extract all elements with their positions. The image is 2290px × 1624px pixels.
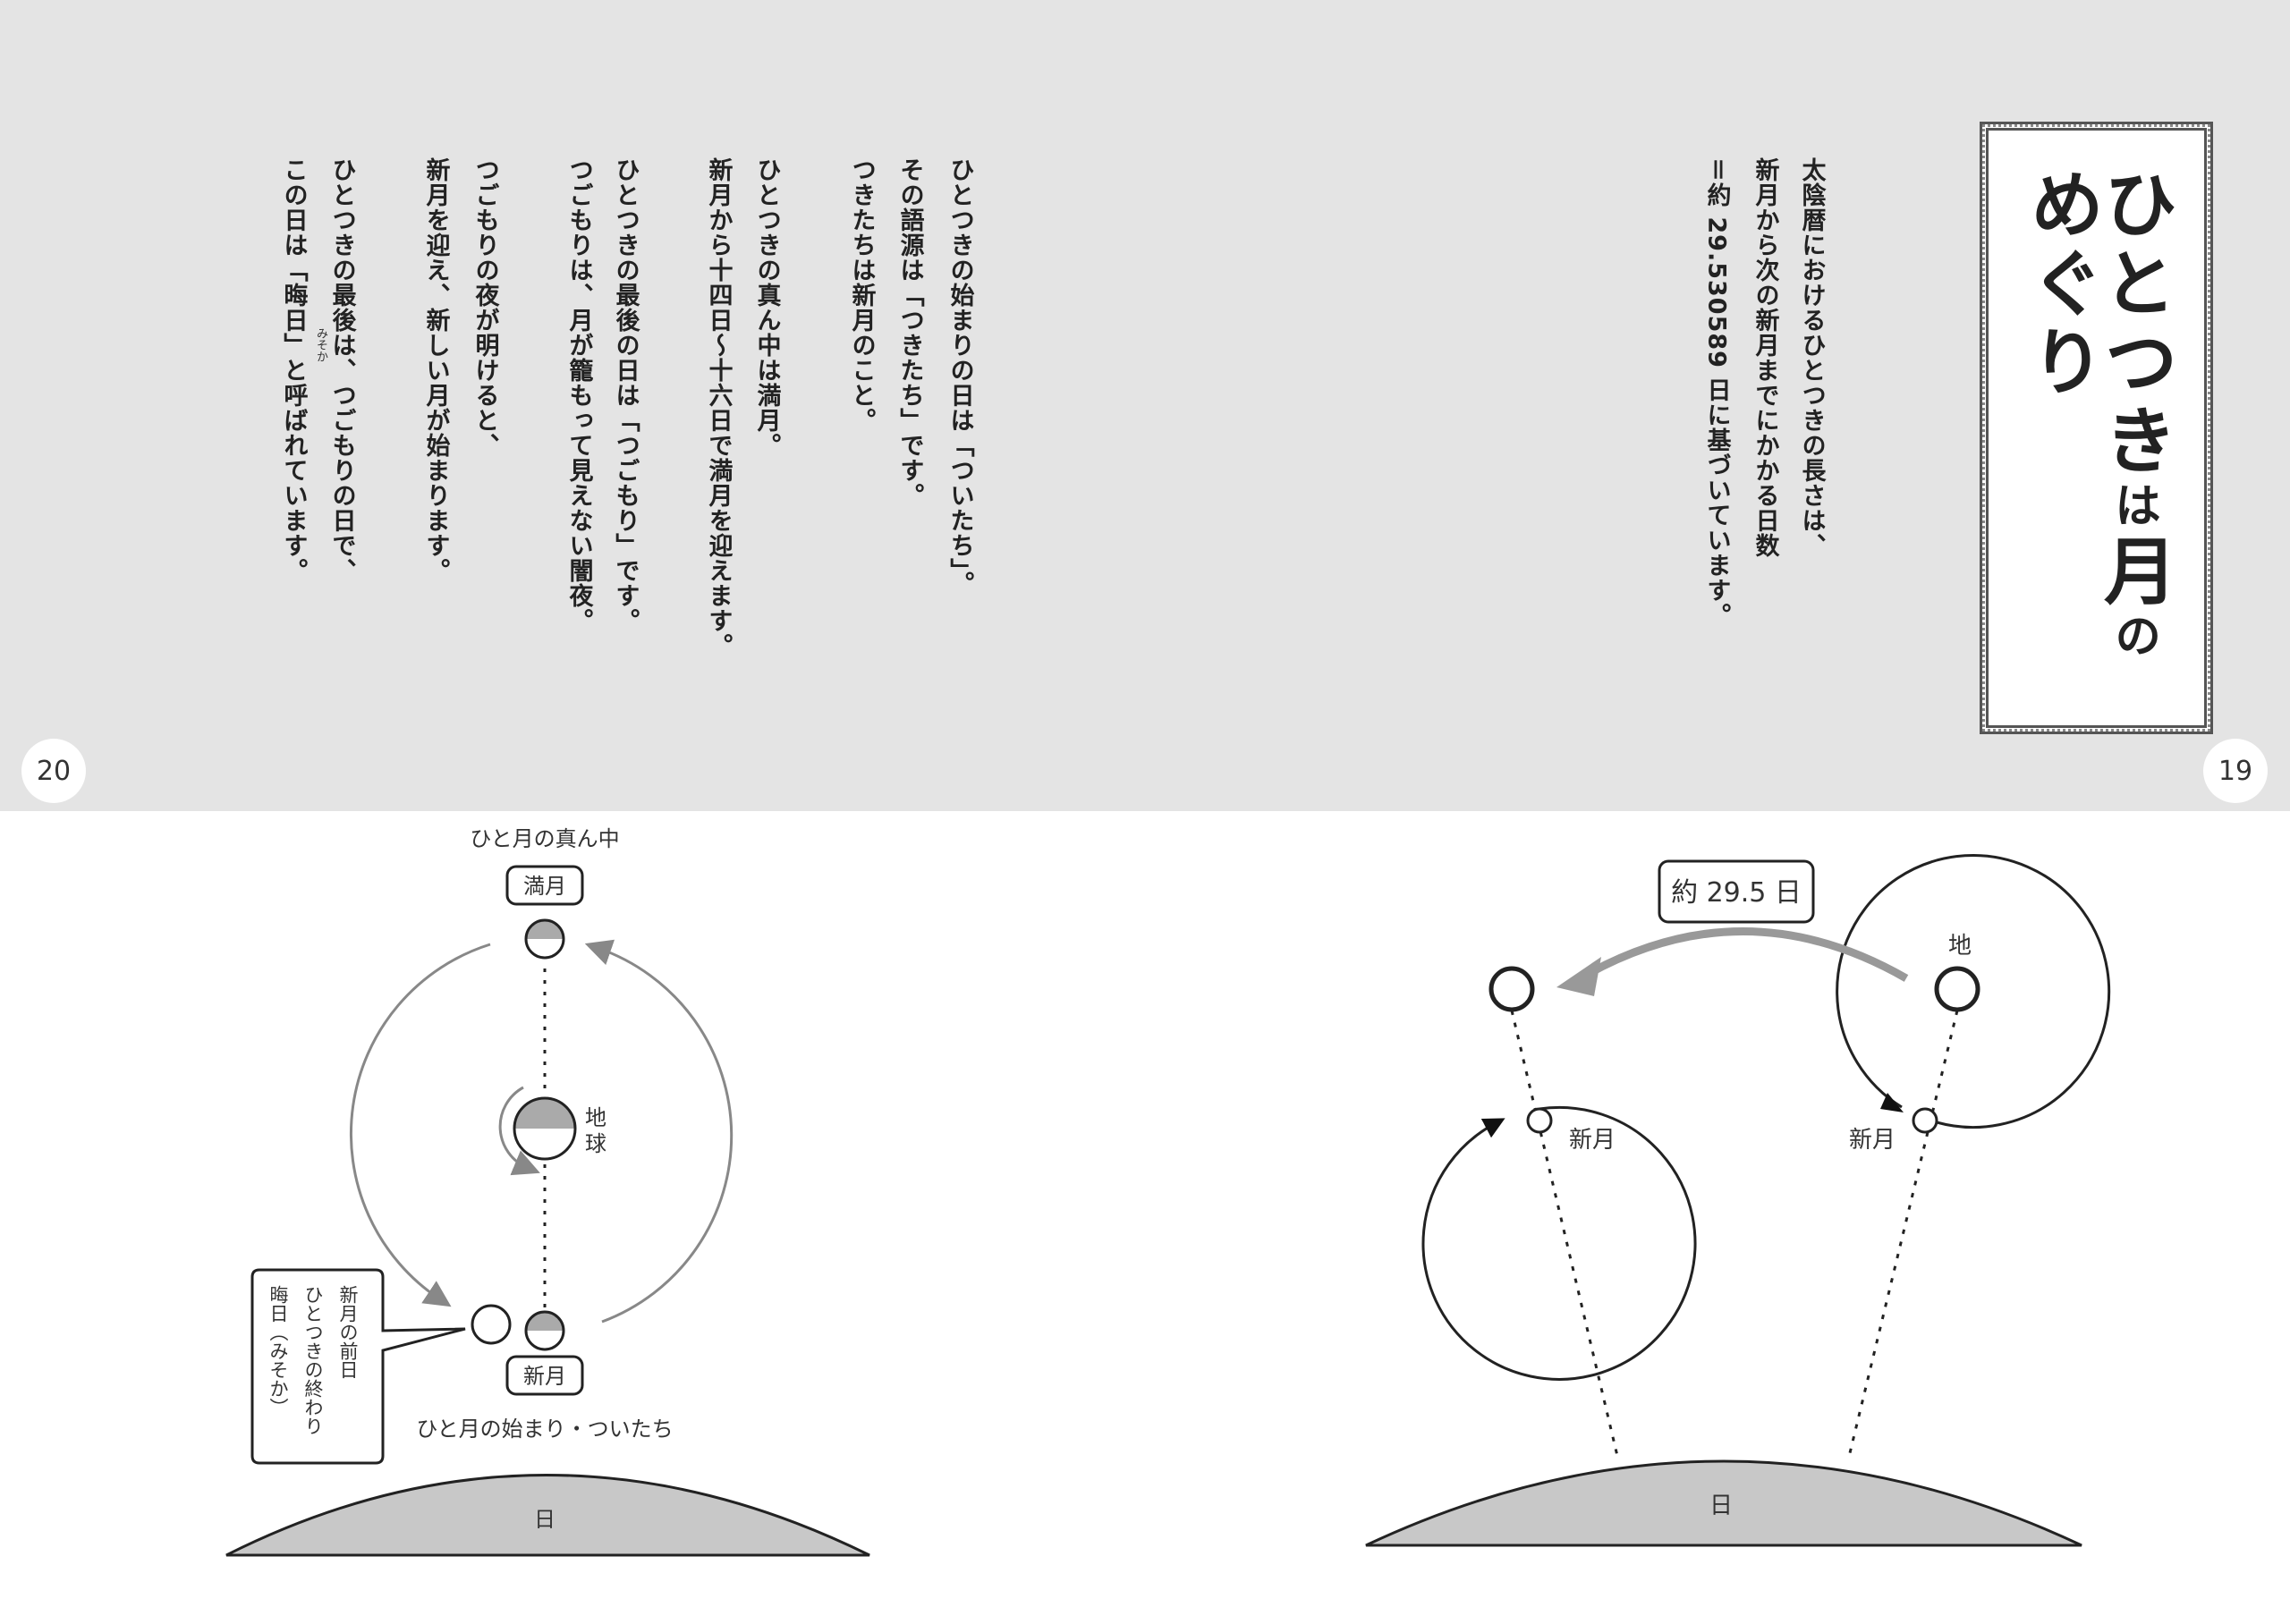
lunar-cycle-diagram: ひと月の真ん中 満月 地 球 新月 ひと月の始まり・ついたち 新月の前日 ひとつ… [225,826,870,1557]
period-arrow [1581,927,1909,982]
body-line: ひとつきの真ん中は満月。 [752,157,781,458]
orbit-right [1836,854,2111,1129]
mid-caption: ひと月の真ん中 [470,826,619,851]
full-moon-label: 満月 [523,874,566,899]
synodic-month-diagram: 新月 新月 地 約 29.5 日 日 [1365,854,2111,1547]
new-moon-label: 新月 [523,1364,566,1389]
page-title: ひとつきは月の めぐり [2018,166,2176,725]
period-label-box [1658,859,1815,924]
body-line: つごもりの夜が明けると、 [471,157,499,458]
callout-line: 晦日（みそか） [267,1285,289,1417]
title-part: の [2106,612,2160,664]
earth-label: 地 [585,1105,606,1130]
sun-dome [1365,1459,2082,1547]
body-line: つきたちは新月のこと。 [847,157,876,433]
title-part: は [2106,481,2160,533]
dotted-line [1846,1010,1959,1461]
callout-bubble [250,1268,466,1465]
sun-dome [225,1474,870,1557]
body-line: ひとつきの最後の日は「つごもり」です。 [611,157,640,633]
intro-line: ＝約 29.530589 日に基づいています。 [1702,157,1731,629]
new-moon-icon [524,1310,565,1351]
orbit-left [1421,1105,1697,1381]
body-line: ひとつきの最後は、つごもりの日で、 [327,157,356,583]
title-part: めぐり [2017,166,2103,402]
rotation-arrow-icon [498,1086,540,1176]
new-moon-icon [1526,1107,1553,1134]
earth-icon [1934,966,1980,1012]
period-label: 約 29.5 日 [1671,877,1802,909]
day-before-moon-icon [471,1304,512,1345]
body-line: その語源は「つきたち」です。 [895,157,924,508]
header-band [0,0,2290,811]
start-caption: ひと月の始まり・ついたち [416,1417,673,1442]
dotted-line [1510,1010,1619,1457]
earth-label: 球 [585,1131,606,1156]
arrowhead-icon [1880,1093,1904,1112]
body-line: ひとつきの始まりの日は「ついたち」。 [946,157,974,596]
title-box: ひとつきは月の めぐり [1980,122,2213,734]
body-line: 新月から十四日〜十六日で満月を迎えます。 [704,157,733,658]
new-moon-label-box [505,1355,584,1396]
title-part: 月 [2091,533,2176,612]
sun-label: 日 [534,1507,556,1532]
intro-line: 新月から次の新月までにかかる日数 [1751,157,1779,558]
new-moon-icon [1912,1107,1938,1134]
title-part: ひとつき [2091,166,2176,481]
callout-line: ひとつきの終わり [302,1285,324,1435]
page-number-left: 20 [21,739,86,803]
earth-icon [513,1096,577,1161]
full-moon-label-box [505,865,584,906]
body-line: 新月を迎え、新しい月が始まります。 [421,157,450,583]
ruby-text: みそか [314,327,327,362]
body-line: この日は「晦日」と呼ばれています。 [279,157,308,583]
body-line: つごもりは、月が籠もって見えない闇夜。 [564,157,593,633]
earth-icon [1488,966,1535,1012]
orbit-arrow-icon [349,943,491,1307]
orbit-arrow-icon [584,939,734,1324]
earth-label: 地 [1948,933,1972,960]
sun-label: 日 [1709,1493,1733,1519]
full-moon-icon [524,918,565,960]
callout-line: 新月の前日 [337,1285,359,1379]
new-moon-label: 新月 [1849,1127,1896,1154]
page-number-right: 19 [2203,739,2268,803]
arrowhead-icon [1556,957,1601,996]
intro-line: 太陰暦におけるひとつきの長さは、 [1797,157,1826,558]
new-moon-label: 新月 [1569,1127,1616,1154]
